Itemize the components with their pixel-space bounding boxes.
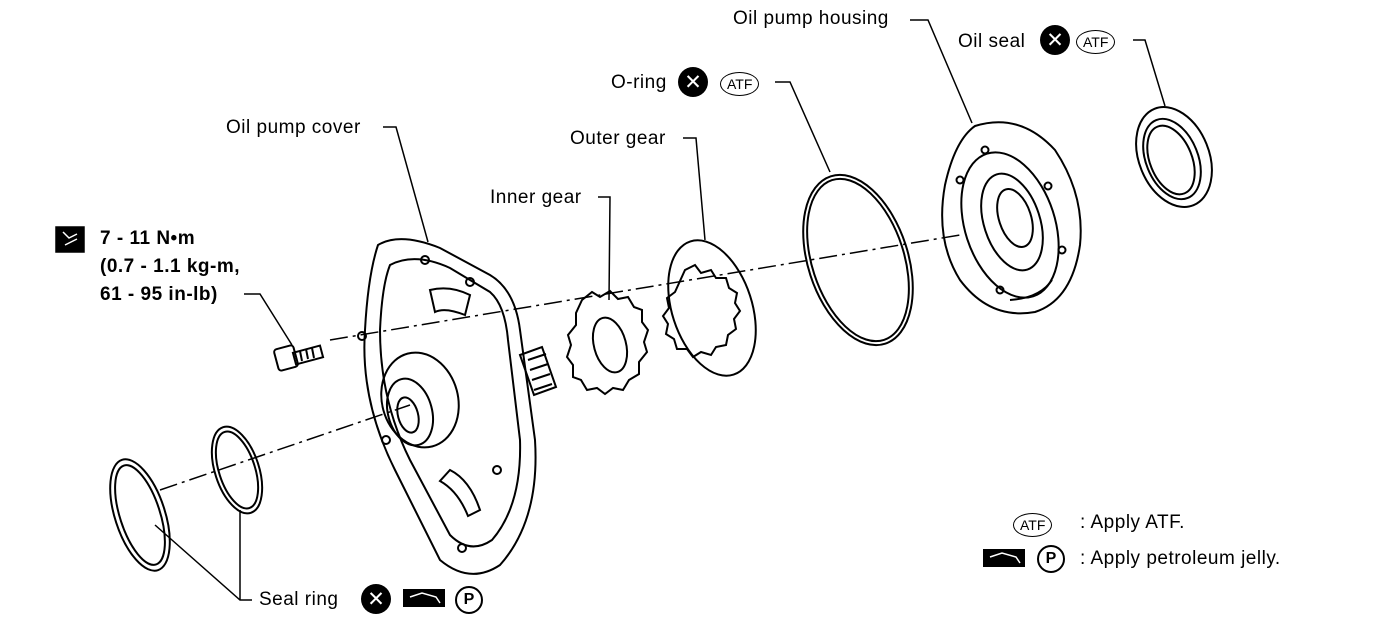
leader-housing — [910, 19, 973, 124]
leader-cover — [383, 126, 429, 243]
torque-wrench-icon — [55, 226, 85, 253]
torque-line-1: 7 - 11 N•m — [100, 228, 196, 249]
seal-ring-inner — [210, 425, 264, 515]
label-o-ring: O-ring — [611, 72, 667, 93]
leader-oil-seal — [1133, 39, 1166, 107]
label-inner-gear: Inner gear — [490, 187, 582, 208]
oil-seal — [1135, 106, 1213, 208]
leader-o-ring — [775, 81, 831, 173]
legend-atf-text: : Apply ATF. — [1080, 512, 1185, 533]
leader-bolt — [244, 293, 293, 346]
oil-pump-housing — [941, 121, 1082, 315]
bolt — [273, 344, 325, 372]
label-outer-gear: Outer gear — [570, 128, 666, 149]
grease-gun-icon-seal — [403, 589, 445, 607]
inner-gear — [565, 289, 650, 396]
grease-gun-icon-legend — [983, 549, 1025, 567]
replace-icon: ✕ — [1040, 25, 1070, 55]
atf-icon: ATF — [1076, 30, 1116, 54]
legend-petroleum-text: : Apply petroleum jelly. — [1080, 548, 1281, 569]
seal-ring-outer — [109, 458, 171, 572]
torque-line-2: (0.7 - 1.1 kg-m, — [100, 256, 240, 277]
oil-pump-cover — [357, 238, 558, 575]
o-ring — [802, 173, 914, 347]
atf-icon: ATF — [720, 72, 760, 96]
label-oil-pump-housing: Oil pump housing — [733, 8, 889, 29]
petroleum-jelly-icon: P — [455, 586, 483, 614]
replace-icon: ✕ — [361, 584, 391, 614]
outer-gear — [661, 239, 757, 377]
legend-atf-icon: ATF — [1013, 513, 1053, 537]
label-oil-seal: Oil seal — [958, 31, 1026, 52]
legend-petroleum-jelly-icon: P — [1037, 545, 1065, 573]
replace-icon: ✕ — [678, 67, 708, 97]
center-axis-lower — [159, 404, 411, 491]
leader-outer-gear — [683, 137, 706, 241]
label-oil-pump-cover: Oil pump cover — [226, 117, 361, 138]
center-axis-upper — [329, 234, 961, 341]
leader-inner-gear — [598, 196, 611, 301]
torque-line-3: 61 - 95 in-lb) — [100, 284, 218, 305]
label-seal-ring: Seal ring — [259, 589, 339, 610]
